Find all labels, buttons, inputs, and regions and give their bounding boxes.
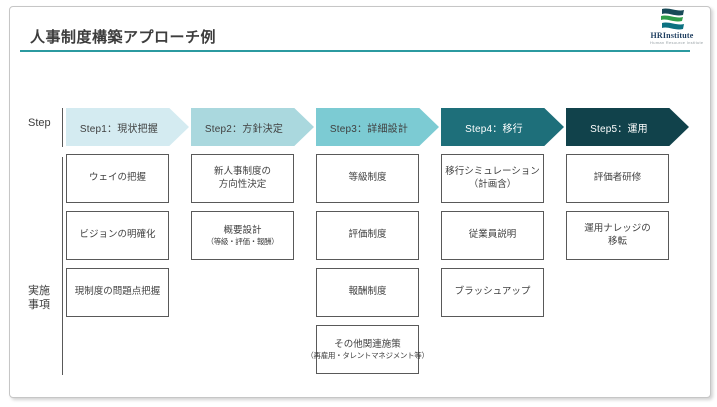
item-box: その他関連施策（再雇用・タレントマネジメント等） [306, 325, 429, 374]
step-arrow-4: Step4：移行 [441, 108, 564, 146]
step-arrow-2: Step2：方針決定 [191, 108, 314, 146]
item-box: 現制度の問題点把握 [66, 268, 169, 317]
item-box: 移行シミュレーション （計画含） [441, 154, 544, 203]
item-text: その他関連施策 [334, 338, 401, 350]
item-box: 等級制度 [316, 154, 419, 203]
logo-name: HRInstitute [650, 31, 694, 40]
step-arrow-3: Step3：詳細設計 [316, 108, 439, 146]
item-text: 新人事制度の 方向性決定 [213, 166, 271, 190]
item-text: 評価制度 [348, 229, 387, 241]
item-box: ビジョンの明確化 [66, 211, 169, 260]
item-box: 評価制度 [316, 211, 419, 260]
divider-items-rows [62, 157, 63, 375]
item-text: ウェイの把握 [88, 172, 146, 184]
hrinstitute-logo: HRInstitute Human Resource Institute [650, 8, 704, 45]
item-subtext: （再雇用・タレントマネジメント等） [306, 350, 429, 360]
step-arrow-label: Step2：方針決定 [204, 123, 284, 135]
step-arrow-label: Step5：運用 [590, 123, 648, 135]
item-text: 運用ナレッジの 移転 [584, 223, 651, 247]
page-title: 人事制度構築アプローチ例 [30, 29, 217, 46]
item-box: 概要設計（等級・評価・報酬） [191, 211, 294, 260]
item-text: 従業員説明 [468, 229, 517, 241]
item-box: 新人事制度の 方向性決定 [191, 154, 294, 203]
step-arrow-label: Step3：詳細設計 [329, 123, 409, 135]
item-text: ブラッシュアップ [454, 286, 531, 298]
step-arrow-5: Step5：運用 [566, 108, 689, 146]
title-underline [20, 50, 690, 52]
item-text: 現制度の問題点把握 [74, 286, 161, 298]
item-box: ウェイの把握 [66, 154, 169, 203]
item-text: 等級制度 [348, 172, 387, 184]
item-box: 評価者研修 [566, 154, 669, 203]
item-text: 移行シミュレーション （計画含） [445, 166, 540, 190]
item-box: ブラッシュアップ [441, 268, 544, 317]
row-label-items: 実施 事項 [28, 285, 50, 311]
item-text: 概要設計 [223, 224, 262, 236]
hrinstitute-logo-icon [661, 8, 684, 30]
step-arrow-label: Step4：移行 [465, 123, 523, 135]
item-text: 評価者研修 [593, 172, 642, 184]
item-box: 従業員説明 [441, 211, 544, 260]
item-text: 報酬制度 [348, 286, 387, 298]
item-text: ビジョンの明確化 [79, 229, 156, 241]
logo-tagline: Human Resource Institute [650, 40, 704, 45]
step-arrow-1: Step1：現状把握 [66, 108, 189, 146]
row-label-step: Step [28, 117, 51, 129]
step-arrow-label: Step1：現状把握 [79, 123, 159, 135]
divider-step-row [62, 108, 63, 147]
item-box: 報酬制度 [316, 268, 419, 317]
item-subtext: （等級・評価・報酬） [206, 236, 279, 246]
item-box: 運用ナレッジの 移転 [566, 211, 669, 260]
